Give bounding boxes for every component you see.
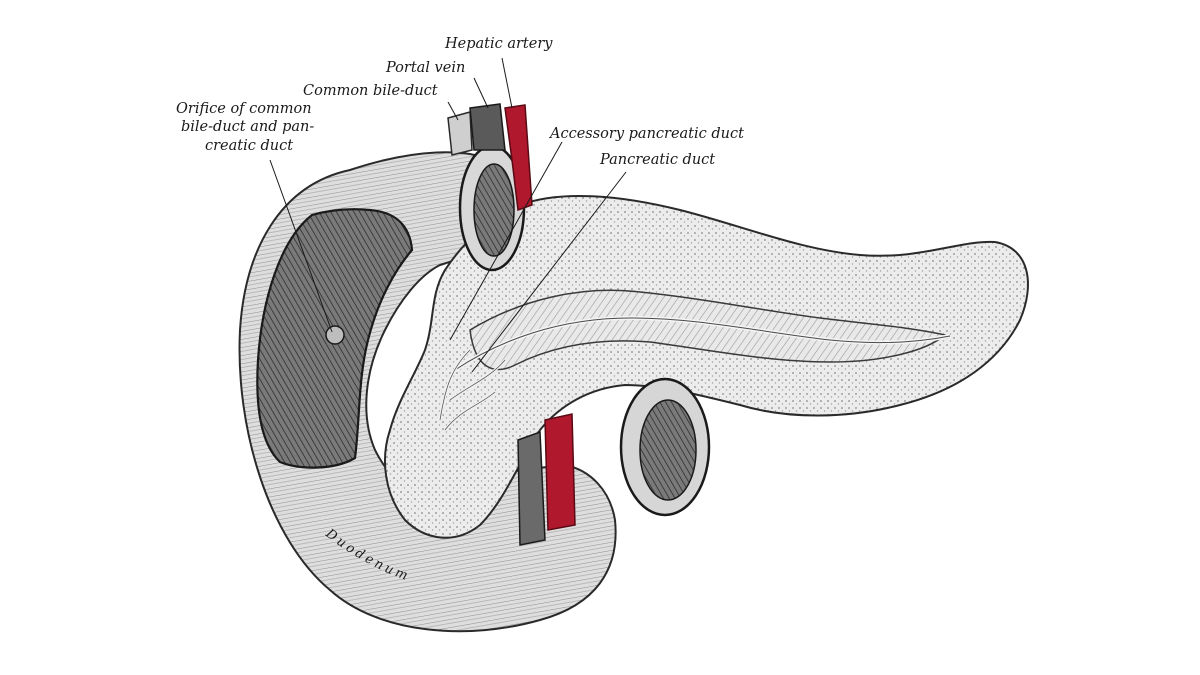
leader-hepatic-artery [501, 57, 513, 109]
common-bile-duct-vessel [447, 111, 473, 156]
leader-orifice [269, 159, 333, 333]
label-orifice-line3: creatic duct [205, 138, 294, 154]
lower-artery-vessel [544, 413, 576, 531]
duodenal-papilla [325, 325, 345, 345]
portal-vein-vessel [469, 103, 506, 151]
label-orifice-line2: bile-duct and pan- [181, 119, 315, 135]
label-hepatic-artery: Hepatic artery [445, 36, 553, 52]
accessory-duct-outline [439, 349, 506, 431]
leader-common-bile-duct [447, 101, 459, 121]
lower-vein-vessel [517, 430, 546, 546]
leader-portal-vein [473, 77, 489, 109]
leader-pancreatic-duct [471, 171, 627, 373]
pancreatic-duct-outline [454, 317, 951, 371]
label-common-bile-duct: Common bile-duct [303, 83, 438, 99]
upper-duodenum-lumen [473, 163, 515, 257]
label-orifice-line1: Orifice of common [176, 101, 312, 117]
label-accessory-pancreatic-duct: Accessory pancreatic duct [550, 126, 744, 142]
label-pancreatic-duct: Pancreatic duct [600, 152, 716, 168]
label-portal-vein: Portal vein [386, 60, 466, 76]
jejunum-lumen [639, 399, 697, 501]
leader-accessory-duct [449, 141, 563, 341]
pancreas-cut-surface [469, 289, 947, 371]
